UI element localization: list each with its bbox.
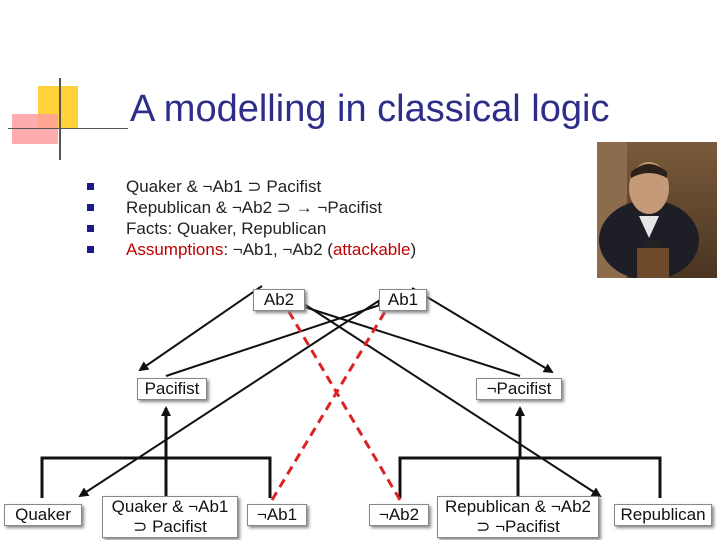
attack-ab1-to-rule: [78, 299, 381, 498]
node-ab2: Ab2: [253, 289, 305, 311]
bullet-item: Republican & ¬Ab2 ⊃ → ¬Pacifist: [70, 197, 416, 218]
node-ab1: Ab1: [379, 289, 427, 311]
slide-title: A modelling in classical logic: [130, 88, 610, 130]
node-rule1: Quaker & ¬Ab1 ⊃ Pacifist: [102, 496, 238, 538]
square-bullet-icon: [87, 246, 94, 253]
attack-not-ab2-ab2: [280, 298, 402, 501]
node-republican: Republican: [614, 504, 712, 526]
bullet-text: Facts: Quaker, Republican: [126, 219, 327, 238]
assumptions-label: Assumptions: [126, 240, 224, 259]
support-bracket-left: [40, 456, 272, 498]
node-pacifist: Pacifist: [137, 378, 207, 400]
bullet-text: Quaker & ¬Ab1 ⊃ Pacifist: [126, 177, 322, 196]
node-rule2: Republican & ¬Ab2 ⊃ ¬Pacifist: [437, 496, 599, 538]
node-not-pacifist: ¬Pacifist: [476, 378, 562, 400]
assumptions-text: : ¬Ab1, ¬Ab2 (: [223, 240, 333, 259]
support-bracket-right: [398, 456, 662, 498]
corner-pink-square: [12, 114, 58, 144]
attackable-label: attackable: [332, 240, 411, 259]
square-bullet-icon: [87, 225, 94, 232]
square-bullet-icon: [87, 204, 94, 211]
attack-ab2-to-rule: [297, 299, 602, 498]
speaker-photo: [597, 142, 717, 278]
bullet-text: Republican & ¬Ab2 ⊃ → ¬Pacifist: [126, 198, 383, 217]
corner-horizontal-line: [8, 128, 128, 129]
node-quaker: Quaker: [4, 504, 82, 526]
bullet-list: Quaker & ¬Ab1 ⊃ Pacifist Republican & ¬A…: [70, 176, 416, 260]
bullet-item: Quaker & ¬Ab1 ⊃ Pacifist: [70, 176, 416, 197]
bullet-item: Facts: Quaker, Republican: [70, 218, 416, 239]
attack-ab2-not-pacifist: [411, 287, 554, 374]
attack-not-pacifist-ab1: [165, 300, 388, 377]
node-not-ab1: ¬Ab1: [247, 504, 307, 526]
attack-pacifist-ab2: [290, 300, 521, 377]
node-not-ab2: ¬Ab2: [369, 504, 429, 526]
square-bullet-icon: [87, 183, 94, 190]
attack-ab1-pacifist-left: [138, 285, 263, 372]
attack-not-ab1-ab1: [270, 298, 394, 501]
bullet-item: Assumptions: ¬Ab1, ¬Ab2 (attackable): [70, 239, 416, 260]
assumptions-end: ): [410, 240, 417, 259]
corner-vertical-line: [59, 78, 61, 160]
